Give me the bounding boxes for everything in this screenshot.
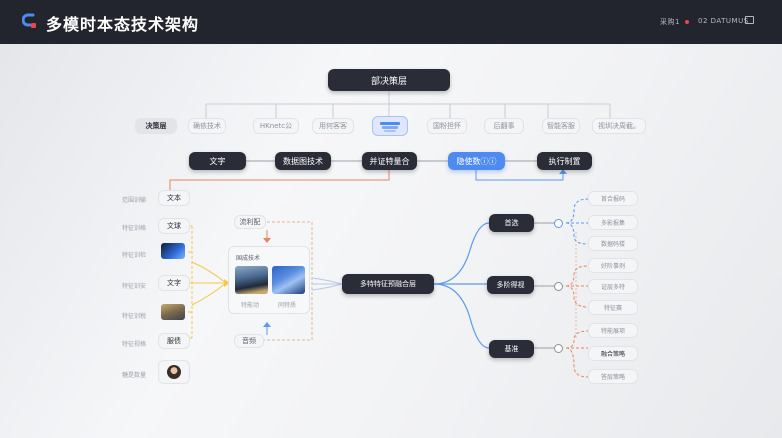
decision-layer-label: 决策层 (135, 118, 177, 134)
top-pill-5[interactable]: 国粉担怀 (427, 118, 467, 134)
left-label-6: 特征视格 (122, 341, 147, 348)
left-item-1[interactable]: 文本 (158, 190, 190, 206)
diagram-canvas (0, 44, 782, 438)
toggle-circle-icon-2[interactable] (554, 282, 563, 291)
mid-node-text[interactable]: 文字 (189, 152, 246, 170)
left-label-1: 范围训输 (122, 197, 147, 204)
stack-icon (380, 122, 400, 132)
left-label-7: 糖是数量 (122, 372, 147, 379)
center-card-title: 国成技术 (236, 255, 261, 262)
right-item-2-1[interactable]: 好阶事例 (588, 258, 638, 273)
toggle-circle-icon-3[interactable] (554, 344, 563, 353)
left-avatar-card[interactable] (158, 360, 190, 384)
mid-node-selected[interactable]: 隐使数ⓘⓘ (448, 152, 505, 170)
center-thumb-label-1: 特能动 (241, 302, 260, 309)
right-item-2-2[interactable]: 证层多特 (588, 279, 638, 294)
left-label-4: 特征训安 (122, 283, 147, 290)
right-node-3[interactable]: 基准 (489, 340, 534, 358)
top-pill-1[interactable]: 确依技术 (188, 118, 226, 134)
right-item-2-3[interactable]: 特征赛 (588, 300, 638, 315)
decision-root-node[interactable]: 部决策层 (328, 69, 450, 91)
brand-logo-icon (22, 13, 36, 28)
right-node-1[interactable]: 首选 (489, 214, 534, 232)
status-dot-icon (685, 20, 689, 24)
header-text-2[interactable]: 02 DATUMUS (698, 17, 749, 25)
right-item-3-2[interactable]: 融合策略 (588, 346, 638, 361)
app-header: 多模时本态技术架构 采购1 02 DATUMUS (0, 0, 782, 44)
center-thumb-1[interactable] (235, 266, 268, 294)
right-node-2[interactable]: 多阶得视 (487, 276, 534, 294)
right-item-1-2[interactable]: 多影报集 (588, 215, 638, 230)
top-pill-icon-node[interactable] (372, 116, 408, 136)
left-item-2[interactable]: 文球 (158, 218, 190, 234)
right-item-3-3[interactable]: 答层策略 (588, 369, 638, 384)
page-title: 多模时本态技术架构 (46, 15, 200, 34)
avatar (167, 365, 181, 379)
left-item-6[interactable]: 服债 (158, 333, 190, 349)
mid-node-data-tech[interactable]: 数据图技术 (275, 152, 331, 170)
left-item-4[interactable]: 文字 (158, 275, 190, 291)
top-pill-7[interactable]: 智能客服 (542, 118, 580, 134)
left-label-5: 特征训税 (122, 313, 147, 320)
toggle-circle-icon-1[interactable] (554, 219, 563, 228)
left-thumb-image-2[interactable] (161, 304, 185, 320)
left-thumb-image-1[interactable] (161, 243, 185, 259)
center-thumb-label-2: 同特质 (278, 302, 297, 309)
header-text-1[interactable]: 采购1 (660, 18, 680, 26)
mid-node-feature[interactable]: 并证特量合 (362, 152, 417, 170)
right-item-1-1[interactable]: 首合报码 (588, 191, 638, 206)
top-pill-6[interactable]: 后翻事 (484, 118, 524, 134)
left-label-3: 特征训检 (122, 252, 147, 259)
right-item-3-1[interactable]: 特能展项 (588, 323, 638, 338)
fusion-main-node[interactable]: 多特特征预融合层 (342, 274, 434, 294)
window-icon[interactable] (745, 16, 754, 24)
left-label-2: 特征训格 (122, 225, 147, 232)
center-bottom-label[interactable]: 音频 (234, 334, 264, 348)
center-top-label[interactable]: 流利配 (234, 215, 266, 229)
right-item-1-3[interactable]: 数据码楼 (588, 236, 638, 251)
top-pill-3[interactable]: 用何客客 (312, 118, 354, 134)
top-pill-2[interactable]: HKnetc公 (253, 118, 299, 134)
mid-node-execute[interactable]: 执行制置 (537, 152, 592, 170)
center-card: 国成技术 特能动 同特质 (228, 246, 310, 314)
center-thumb-2[interactable] (272, 266, 305, 294)
top-pill-8[interactable]: 视圳决周截。 (592, 118, 646, 134)
